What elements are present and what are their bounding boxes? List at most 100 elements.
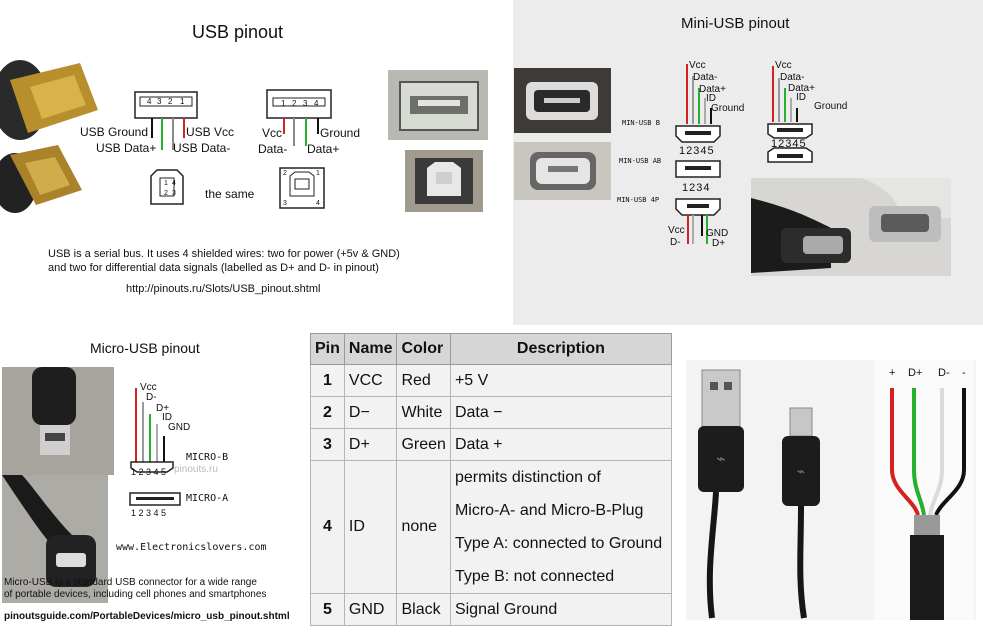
wire-label: ID bbox=[706, 93, 716, 104]
pin-number: 3 bbox=[157, 97, 162, 106]
site-label: www.Electronicslovers.com bbox=[116, 542, 267, 553]
table-row: 2 D− White Data − bbox=[310, 396, 672, 429]
wire-label: Vcc bbox=[668, 225, 685, 236]
pin-number: 3 bbox=[172, 190, 176, 197]
micro-source-url[interactable]: pinoutsguide.com/PortableDevices/micro_u… bbox=[4, 611, 290, 622]
the-same-label: the same bbox=[205, 187, 255, 201]
cell-color: Green bbox=[396, 428, 451, 461]
pin-number: 4 bbox=[316, 200, 320, 207]
pin-number: 2 bbox=[283, 170, 287, 177]
cell-name: GND bbox=[343, 593, 398, 626]
pin-number: 4 bbox=[314, 99, 319, 108]
mini-usb-pinout-panel: Mini-USB pinout Vcc Data- Data+ ID Groun… bbox=[513, 0, 983, 325]
svg-text:⌁: ⌁ bbox=[797, 463, 805, 479]
connector-label-min-usb-ab: MIN-USB AB bbox=[619, 157, 662, 165]
micro-a-connector bbox=[129, 492, 181, 506]
mini-usb-socket-wire-diagram bbox=[772, 66, 798, 122]
description-line: Type B: not connected bbox=[454, 568, 615, 585]
watermark-pinouts: pinouts.ru bbox=[174, 464, 218, 475]
wire-label: D- bbox=[146, 392, 157, 403]
usb-title: USB pinout bbox=[192, 22, 284, 42]
usb-a-socket-photo bbox=[388, 70, 488, 140]
label-vcc: Vcc bbox=[262, 126, 283, 140]
cable-label-d-plus: D+ bbox=[908, 367, 923, 379]
mini-usb-socket-connector bbox=[767, 123, 813, 163]
usb-cable-photo bbox=[0, 55, 125, 215]
cell-color: Black bbox=[396, 593, 451, 626]
wire-label: Vcc bbox=[775, 60, 792, 71]
label-usb-ground: USB Ground bbox=[80, 125, 149, 139]
svg-text:⌁: ⌁ bbox=[716, 451, 726, 468]
pin-number: 4 bbox=[172, 180, 176, 187]
cell-description: +5 V bbox=[449, 364, 672, 397]
usb-b-socket-photo bbox=[405, 150, 483, 212]
usb-b-plug-diagram bbox=[150, 169, 184, 205]
mini-usb-socket-photo bbox=[514, 68, 611, 133]
label-usb-vcc: USB Vcc bbox=[186, 125, 235, 139]
cable-wire-diagram bbox=[874, 360, 974, 620]
cable-label-d-minus: D- bbox=[938, 367, 950, 379]
table-row: 3 D+ Green Data + bbox=[310, 428, 672, 461]
cell-pin: 5 bbox=[310, 593, 345, 626]
micro-b-label: MICRO-B bbox=[186, 452, 229, 463]
micro-usb-pin-table: Pin Name Color Description 1 VCC Red +5 … bbox=[310, 333, 672, 626]
pin-number: 2 bbox=[292, 99, 297, 108]
col-header-description: Description bbox=[449, 333, 672, 365]
micro-usb-cable-photo bbox=[2, 475, 108, 603]
pin-numbers-min-usb-b: 12345 bbox=[679, 145, 715, 157]
mini-usb-cable-photo bbox=[751, 178, 951, 276]
col-header-name: Name bbox=[343, 333, 398, 365]
wire-label: Data+ bbox=[699, 84, 726, 95]
description-line: permits distinction of bbox=[454, 469, 601, 486]
pin-number: 1 bbox=[281, 99, 286, 108]
cable-label-minus: - bbox=[962, 367, 966, 379]
pin-number: 1 bbox=[180, 97, 185, 106]
wire-label: ID bbox=[796, 92, 806, 103]
micro-usb-plug-photo bbox=[2, 367, 114, 475]
micro-usb-pinout-panel: Micro-USB pinout Vcc D- D+ ID GND MICRO-… bbox=[0, 330, 308, 635]
micro-usb-wire-diagram bbox=[130, 388, 174, 473]
pin-number: 2 bbox=[168, 97, 173, 106]
wire-label: Vcc bbox=[140, 382, 157, 393]
description-line: Micro-A- and Micro-B-Plug bbox=[454, 502, 644, 519]
cell-pin: 1 bbox=[310, 364, 345, 397]
label-ground: Ground bbox=[320, 126, 361, 140]
table-row: 4 ID none permits distinction of Micro-A… bbox=[310, 460, 672, 594]
wire-label: Data- bbox=[780, 72, 805, 83]
micro-usb-cable-product-photo: ⌁ ⌁ bbox=[686, 360, 864, 620]
cell-color: none bbox=[396, 460, 451, 594]
micro-b-pin-numbers: 1 2 3 4 5 bbox=[131, 467, 167, 477]
pin-number: 4 bbox=[147, 97, 152, 106]
micro-usb-title: Micro-USB pinout bbox=[90, 340, 200, 356]
cell-name: D+ bbox=[343, 428, 398, 461]
pin-number: 1 bbox=[316, 170, 320, 177]
micro-description-line2: of portable devices, including cell phon… bbox=[4, 589, 267, 600]
usb-cable-photo-panel: ⌁ ⌁ + D+ D- - bbox=[686, 360, 976, 620]
description-line: Type A: connected to Ground bbox=[454, 535, 663, 552]
cell-description: Data − bbox=[449, 396, 672, 429]
usb-description-line2: and two for differential data signals (l… bbox=[48, 262, 379, 274]
micro-a-pin-numbers: 1 2 3 4 5 bbox=[131, 508, 167, 518]
cell-description: permits distinction of Micro-A- and Micr… bbox=[449, 460, 672, 594]
pin-number: 3 bbox=[303, 99, 308, 108]
pin-number: 1 bbox=[164, 180, 168, 187]
wire-label: Vcc bbox=[689, 60, 706, 71]
table-row: 1 VCC Red +5 V bbox=[310, 364, 672, 397]
mini-usb-plug-photo bbox=[514, 142, 611, 200]
cell-color: White bbox=[396, 396, 451, 429]
connector-label-min-usb-b: MIN-USB B bbox=[622, 119, 660, 127]
wire-label: Data+ bbox=[788, 83, 815, 94]
cell-pin: 2 bbox=[310, 396, 345, 429]
mini-usb-title: Mini-USB pinout bbox=[681, 15, 790, 32]
mini-usb-b-wire-diagram bbox=[686, 64, 712, 124]
cell-description: Signal Ground bbox=[449, 593, 672, 626]
wire-label: D- bbox=[670, 237, 681, 248]
cell-pin: 3 bbox=[310, 428, 345, 461]
usb-source-url[interactable]: http://pinouts.ru/Slots/USB_pinout.shtml bbox=[126, 283, 321, 295]
label-usb-data-plus: USB Data+ bbox=[96, 141, 157, 155]
pin-number: 3 bbox=[283, 200, 287, 207]
cell-description: Data + bbox=[449, 428, 672, 461]
cell-name: D− bbox=[343, 396, 398, 429]
mini-usb-ab-connector bbox=[675, 160, 721, 178]
wire-label: Data- bbox=[693, 72, 718, 83]
